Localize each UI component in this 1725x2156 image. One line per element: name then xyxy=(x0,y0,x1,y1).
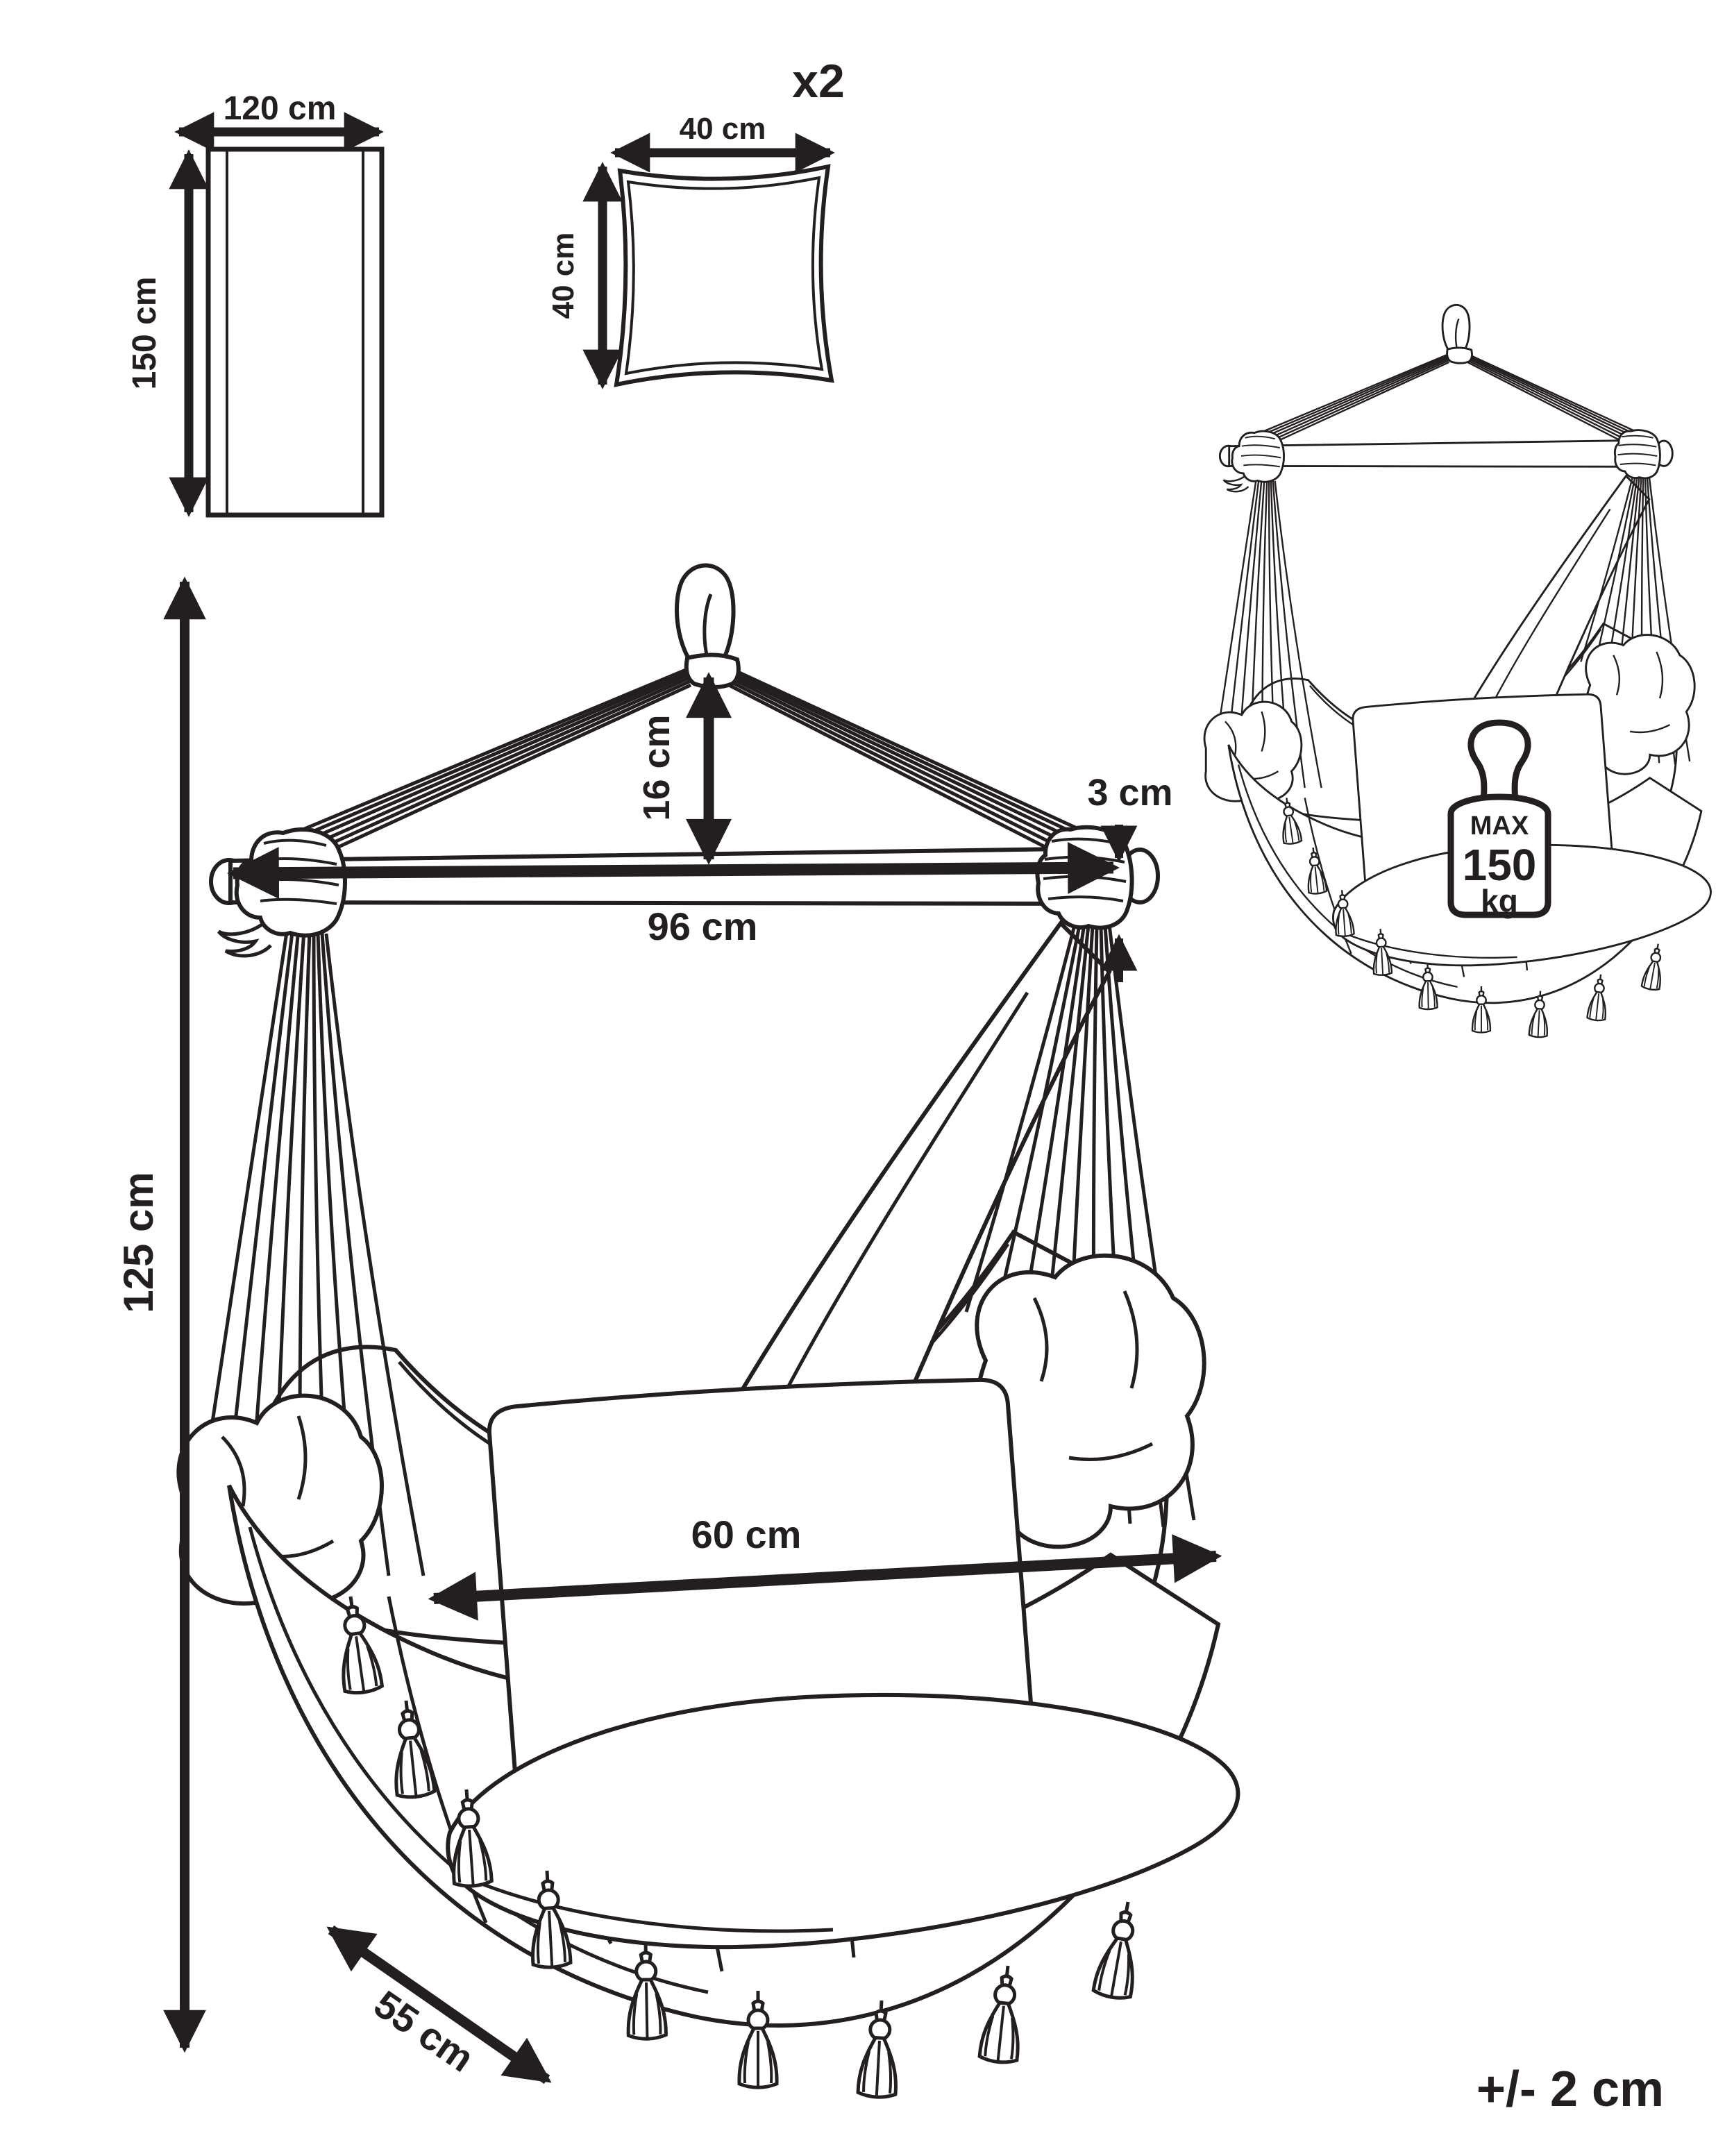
seat-width-label: 60 cm xyxy=(691,1513,802,1556)
weight-value-label: 150 xyxy=(1463,840,1537,890)
weight-max-label: MAX xyxy=(1470,811,1529,841)
hanging-chair-thumbnail xyxy=(1204,305,1710,1037)
cushion-quantity-label: x2 xyxy=(792,55,845,108)
weight-limit-icon: MAX 150 kg xyxy=(1447,719,1551,919)
cushion-outline xyxy=(614,164,834,387)
weight-unit-label: kg xyxy=(1481,883,1518,919)
rope-drop-label: 16 cm xyxy=(636,714,678,820)
seat-width-arrow xyxy=(428,1534,1222,1621)
fabric-panel-outline xyxy=(205,146,385,518)
fabric-height-label: 150 cm xyxy=(126,277,163,390)
seat-depth-arrow xyxy=(326,1925,552,2085)
bar-length-label: 96 cm xyxy=(648,904,758,948)
fabric-panel-diagram: 120 cm 150 cm xyxy=(126,90,385,518)
bar-thickness-label: 3 cm xyxy=(1087,772,1172,814)
cushion-diagram: x2 40 cm 40 cm xyxy=(546,55,845,389)
cushion-height-label: 40 cm xyxy=(546,233,580,319)
weight-handle xyxy=(1467,719,1531,810)
bar-length-arrow xyxy=(227,842,1120,899)
chair-dimensions: 125 cm 16 cm 96 cm 3 cm 60 cm 55 cm xyxy=(115,576,1222,2085)
cushion-width-label: 40 cm xyxy=(680,112,766,146)
weight-body xyxy=(1447,793,1551,918)
fabric-width-label: 120 cm xyxy=(224,90,337,127)
total-height-label: 125 cm xyxy=(115,1172,162,1313)
cushion-piping xyxy=(624,176,824,376)
tolerance-note: +/- 2 cm xyxy=(1476,2062,1664,2117)
